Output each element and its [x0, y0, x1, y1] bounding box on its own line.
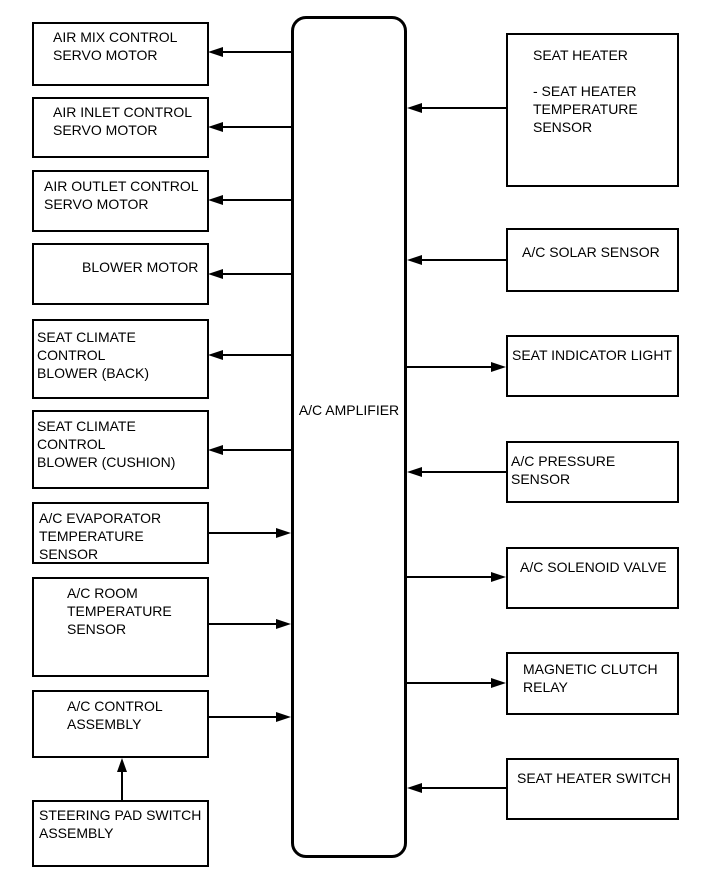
box-air-mix-control-servo-motor: AIR MIX CONTROL SERVO MOTOR — [32, 22, 209, 86]
arrow-to-air-mix-control-servo-motor — [208, 47, 291, 57]
box-label: A/C SOLAR SENSOR — [522, 244, 660, 260]
box-blower-motor: BLOWER MOTOR — [32, 243, 209, 305]
box-air-inlet-control-servo-motor: AIR INLET CONTROL SERVO MOTOR — [32, 97, 209, 158]
arrow-from-ac-solar-sensor — [407, 255, 506, 265]
box-ac-room-temperature-sensor: A/C ROOM TEMPERATURE SENSOR — [32, 577, 209, 677]
box-label: SEAT CLIMATE CONTROL BLOWER (BACK) — [37, 329, 150, 381]
arrow-to-air-outlet-control-servo-motor — [208, 195, 291, 205]
box-label: SEAT HEATER - SEAT HEATER TEMPERATURE SE… — [533, 47, 638, 135]
box-seat-heater-temperature-sensor: SEAT HEATER - SEAT HEATER TEMPERATURE SE… — [506, 33, 679, 187]
box-magnetic-clutch-relay: MAGNETIC CLUTCH RELAY — [506, 652, 679, 715]
box-seat-climate-control-blower-back: SEAT CLIMATE CONTROL BLOWER (BACK) — [32, 319, 209, 399]
box-label: BLOWER MOTOR — [82, 259, 199, 275]
amplifier-label: A/C AMPLIFIER — [298, 402, 400, 418]
box-label: AIR MIX CONTROL SERVO MOTOR — [53, 29, 178, 63]
box-label: A/C CONTROL ASSEMBLY — [67, 698, 163, 732]
box-ac-amplifier: A/C AMPLIFIER — [291, 16, 407, 858]
box-label: MAGNETIC CLUTCH RELAY — [523, 661, 658, 695]
box-steering-pad-switch-assembly: STEERING PAD SWITCH ASSEMBLY — [32, 800, 209, 867]
arrow-to-magnetic-clutch-relay — [407, 678, 506, 688]
box-label: AIR INLET CONTROL SERVO MOTOR — [53, 104, 192, 138]
arrow-to-air-inlet-control-servo-motor — [208, 122, 291, 132]
arrow-from-ac-room-temperature-sensor — [208, 619, 291, 629]
arrow-steering-pad-to-ac-control-assembly — [117, 758, 127, 800]
arrow-from-ac-control-assembly — [208, 712, 291, 722]
box-label: SEAT CLIMATE CONTROL BLOWER (CUSHION) — [37, 418, 176, 470]
box-air-outlet-control-servo-motor: AIR OUTLET CONTROL SERVO MOTOR — [32, 170, 209, 232]
box-ac-evaporator-temperature-sensor: A/C EVAPORATOR TEMPERATURE SENSOR — [32, 502, 209, 564]
arrow-to-seat-climate-control-blower-cushion — [208, 445, 291, 455]
arrow-from-seat-heater — [407, 103, 506, 113]
box-ac-pressure-sensor: A/C PRESSURE SENSOR — [506, 441, 679, 503]
box-seat-indicator-light: SEAT INDICATOR LIGHT — [506, 335, 679, 397]
arrow-from-ac-pressure-sensor — [407, 467, 506, 477]
arrow-to-seat-climate-control-blower-back — [208, 350, 291, 360]
arrow-from-ac-evaporator-temperature-sensor — [208, 528, 291, 538]
arrow-to-ac-solenoid-valve — [407, 572, 506, 582]
box-seat-heater-switch: SEAT HEATER SWITCH — [506, 758, 679, 820]
box-label: A/C ROOM TEMPERATURE SENSOR — [67, 585, 172, 637]
box-label: A/C PRESSURE SENSOR — [511, 453, 616, 487]
arrow-to-blower-motor — [208, 269, 291, 279]
box-label: A/C EVAPORATOR TEMPERATURE SENSOR — [39, 510, 162, 562]
box-label: SEAT INDICATOR LIGHT — [512, 347, 672, 363]
box-seat-climate-control-blower-cushion: SEAT CLIMATE CONTROL BLOWER (CUSHION) — [32, 410, 209, 489]
box-label: A/C SOLENOID VALVE — [520, 559, 667, 575]
box-ac-solenoid-valve: A/C SOLENOID VALVE — [506, 547, 679, 609]
box-ac-solar-sensor: A/C SOLAR SENSOR — [506, 228, 679, 292]
arrow-to-seat-indicator-light — [407, 362, 506, 372]
box-label: SEAT HEATER SWITCH — [517, 770, 672, 786]
arrow-from-seat-heater-switch — [407, 783, 506, 793]
box-label: AIR OUTLET CONTROL SERVO MOTOR — [44, 178, 199, 212]
box-ac-control-assembly: A/C CONTROL ASSEMBLY — [32, 690, 209, 758]
box-label: STEERING PAD SWITCH ASSEMBLY — [39, 807, 202, 841]
